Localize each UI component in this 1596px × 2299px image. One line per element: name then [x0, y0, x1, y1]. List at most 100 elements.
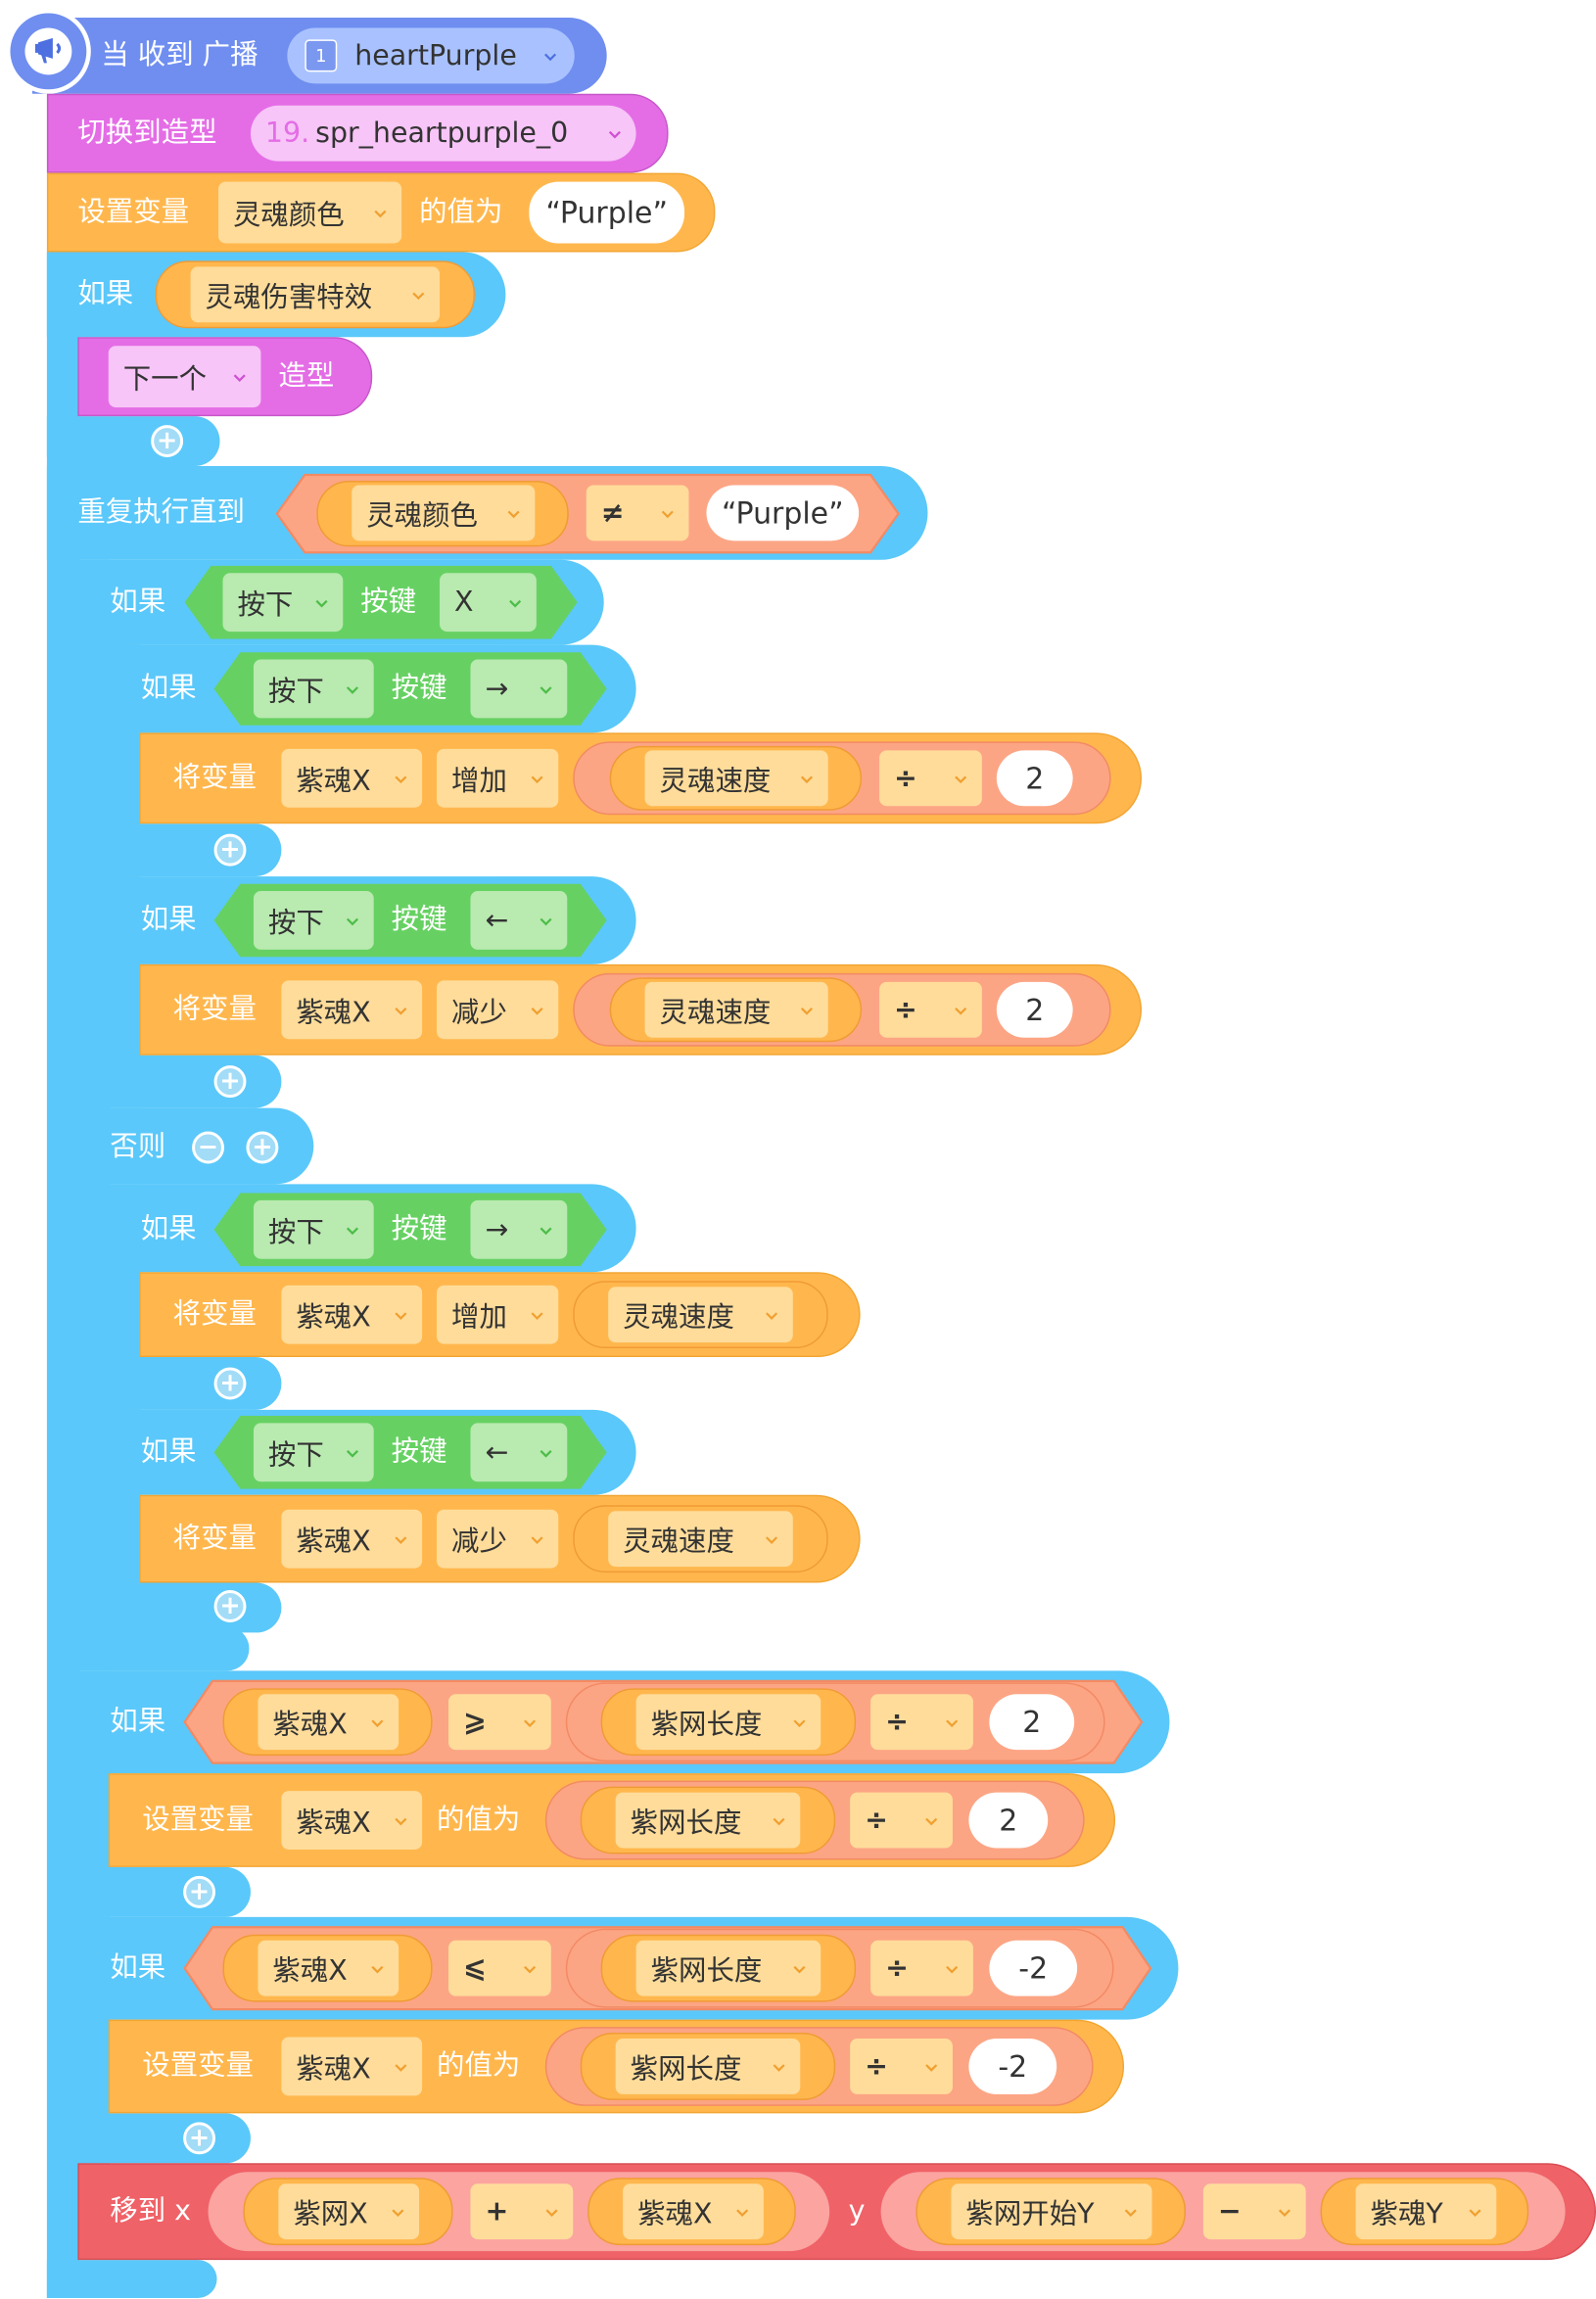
- var-dropdown[interactable]: 灵魂颜色: [218, 181, 402, 244]
- set-label: 设置变量: [77, 195, 190, 228]
- if1-footer[interactable]: [46, 416, 220, 466]
- var-dropdown[interactable]: 紫魂X: [281, 1285, 423, 1344]
- chevron-down-icon: [773, 1813, 785, 1826]
- var-dropdown[interactable]: 灵魂速度: [608, 1511, 793, 1568]
- var-dropdown[interactable]: 紫魂X: [623, 2183, 764, 2240]
- chevron-down-icon: [793, 1961, 806, 1974]
- var-dropdown[interactable]: 灵魂颜色: [352, 485, 536, 541]
- if-ge-footer[interactable]: [77, 1866, 251, 1917]
- costume-number: 19.: [264, 117, 310, 150]
- var-dropdown[interactable]: 紫魂X: [281, 1509, 423, 1569]
- chevron-down-icon: [1469, 2205, 1481, 2218]
- costume-word-label: 造型: [278, 359, 335, 393]
- key-dropdown[interactable]: →: [470, 1199, 568, 1259]
- var-dropdown[interactable]: 灵魂速度: [644, 981, 828, 1038]
- press-dropdown[interactable]: 按下: [253, 1423, 374, 1482]
- op-dropdown[interactable]: 减少: [437, 980, 559, 1040]
- add-branch-button[interactable]: +: [246, 1131, 279, 1164]
- condition-dropdown[interactable]: 灵魂伤害特效: [190, 266, 441, 323]
- chevron-down-icon: [531, 1004, 543, 1016]
- chevron-down-icon: [773, 2060, 785, 2073]
- operator-dropdown[interactable]: ÷: [870, 1940, 973, 1996]
- var-dropdown[interactable]: 紫魂X: [281, 980, 423, 1040]
- chevron-down-icon: [346, 682, 359, 695]
- var-dropdown[interactable]: 紫网X: [278, 2183, 420, 2240]
- operator-dropdown[interactable]: ÷: [879, 750, 982, 807]
- remove-branch-button[interactable]: −: [192, 1131, 225, 1164]
- add-branch-button[interactable]: +: [151, 425, 184, 458]
- var-dropdown[interactable]: 紫魂X: [258, 1940, 399, 1996]
- if-r2-footer[interactable]: [108, 1357, 282, 1410]
- var-dropdown[interactable]: 灵魂速度: [608, 1287, 793, 1343]
- number-input[interactable]: 2: [968, 1792, 1049, 1849]
- key-dropdown[interactable]: →: [470, 659, 568, 719]
- if-label: 如果: [140, 672, 197, 705]
- var-dropdown[interactable]: 紫网长度: [615, 1792, 801, 1849]
- value-input[interactable]: “Purple”: [529, 181, 685, 244]
- key-dropdown[interactable]: ←: [470, 891, 568, 950]
- chevron-down-icon: [395, 1813, 407, 1826]
- chevron-down-icon: [800, 772, 814, 784]
- chevron-down-icon: [523, 1715, 537, 1728]
- var-dropdown[interactable]: 紫网长度: [635, 1940, 821, 1996]
- repeat-arm: [46, 465, 79, 2298]
- var-dropdown[interactable]: 紫魂X: [281, 1791, 423, 1850]
- op-dropdown[interactable]: 增加: [437, 748, 559, 808]
- operator-dropdown[interactable]: −: [1202, 2183, 1306, 2240]
- var-dropdown[interactable]: 紫魂X: [258, 1694, 399, 1751]
- chevron-down-icon: [924, 1813, 938, 1826]
- key-dropdown[interactable]: ←: [470, 1423, 568, 1482]
- operator-dropdown[interactable]: ⩽: [448, 1940, 551, 1996]
- add-branch-button[interactable]: +: [213, 1367, 247, 1400]
- value-input[interactable]: “Purple”: [706, 485, 860, 541]
- add-branch-button[interactable]: +: [213, 1590, 247, 1622]
- operator-dropdown[interactable]: ≠: [586, 485, 689, 541]
- var-dropdown[interactable]: 紫网开始Y: [951, 2183, 1152, 2240]
- hat-label: 当 收到 广播: [101, 38, 258, 71]
- var-dropdown[interactable]: 紫魂Y: [1355, 2183, 1497, 2240]
- if-l1-footer[interactable]: [108, 1055, 282, 1108]
- chevron-down-icon: [346, 1446, 359, 1459]
- chevron-down-icon: [540, 914, 552, 926]
- press-dropdown[interactable]: 按下: [253, 1199, 374, 1259]
- number-input[interactable]: 2: [996, 981, 1073, 1038]
- number-input[interactable]: -2: [968, 2039, 1057, 2094]
- press-dropdown[interactable]: 按下: [222, 573, 344, 633]
- var-dropdown[interactable]: 紫魂X: [281, 2037, 423, 2096]
- press-dropdown[interactable]: 按下: [253, 891, 374, 950]
- repeat-footer[interactable]: [46, 2260, 217, 2298]
- op-dropdown[interactable]: 减少: [437, 1509, 559, 1569]
- add-branch-button[interactable]: +: [183, 2122, 216, 2155]
- number-input[interactable]: 2: [989, 1694, 1075, 1751]
- var-dropdown[interactable]: 紫网长度: [615, 2039, 801, 2094]
- add-branch-button[interactable]: +: [213, 833, 247, 867]
- chevron-down-icon: [765, 1308, 778, 1321]
- key-dropdown[interactable]: X: [440, 573, 537, 633]
- add-branch-button[interactable]: +: [213, 1065, 247, 1099]
- op-dropdown[interactable]: 增加: [437, 1285, 559, 1344]
- operator-dropdown[interactable]: +: [470, 2183, 574, 2240]
- var-dropdown[interactable]: 紫网长度: [635, 1694, 821, 1751]
- number-input[interactable]: -2: [989, 1940, 1078, 1996]
- chevron-down-icon: [395, 1004, 407, 1016]
- var-dropdown[interactable]: 灵魂速度: [644, 750, 828, 807]
- chevron-down-icon: [531, 1308, 543, 1321]
- operator-dropdown[interactable]: ÷: [870, 1694, 973, 1751]
- var-dropdown[interactable]: 紫魂X: [281, 748, 423, 808]
- if-label: 如果: [140, 903, 197, 936]
- add-branch-button[interactable]: +: [183, 1875, 216, 1908]
- chevron-down-icon: [395, 772, 407, 784]
- chevron-down-icon: [412, 288, 425, 301]
- press-dropdown[interactable]: 按下: [253, 659, 374, 719]
- if-l2-footer[interactable]: [108, 1582, 282, 1633]
- if-r1-footer[interactable]: [108, 823, 282, 877]
- number-input[interactable]: 2: [996, 750, 1073, 807]
- operator-dropdown[interactable]: ÷: [850, 2039, 953, 2094]
- operator-dropdown[interactable]: ÷: [850, 1792, 953, 1849]
- next-dropdown[interactable]: 下一个: [108, 346, 261, 408]
- if-le-footer[interactable]: [77, 2113, 251, 2164]
- costume-dropdown[interactable]: 19. spr_heartpurple_0: [250, 105, 636, 162]
- operator-dropdown[interactable]: ⩾: [448, 1694, 551, 1751]
- operator-dropdown[interactable]: ÷: [879, 981, 982, 1038]
- broadcast-dropdown[interactable]: 1 heartPurple: [287, 27, 575, 84]
